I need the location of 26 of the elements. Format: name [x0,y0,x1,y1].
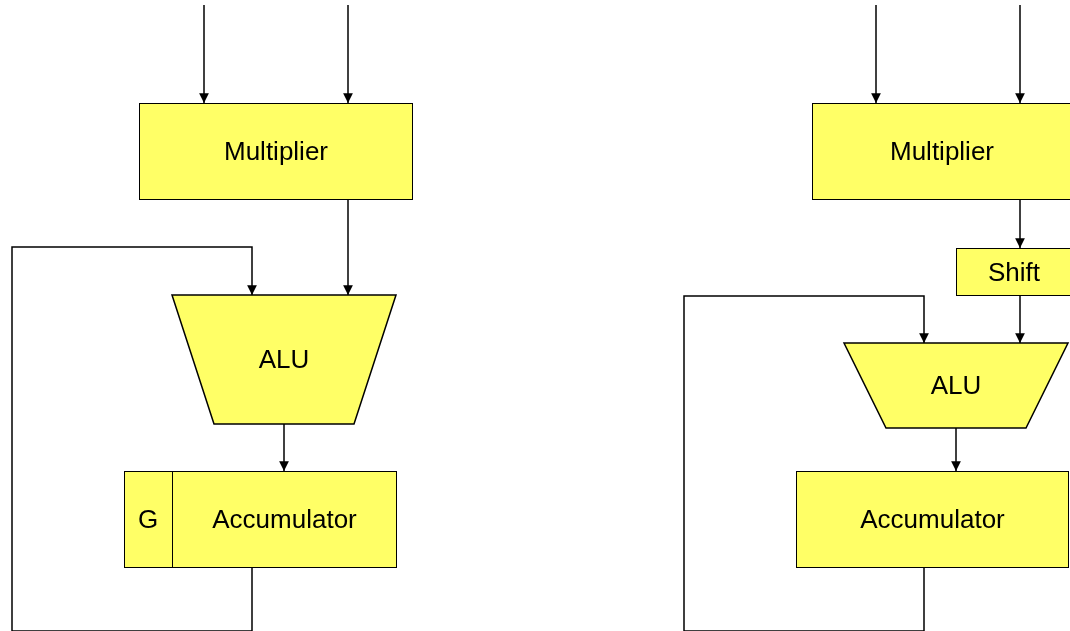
arrow [951,427,961,472]
arrow [11,246,257,631]
arrow [343,199,353,296]
arrow [343,4,353,104]
node-label: ALU [258,344,310,375]
multiplier-box [139,103,413,200]
node-label: G [137,503,159,535]
alu-trapezoid [844,343,1068,428]
node-label: ALU [930,370,982,401]
node-label: Accumulator [860,504,1005,535]
node-label: Accumulator [212,504,357,535]
arrow [683,295,929,631]
node-label: Shift [988,256,1040,288]
arrow [199,4,209,104]
alu-trapezoid [172,295,396,424]
arrow [279,423,289,472]
arrow [1015,199,1025,249]
node-label: Multiplier [224,136,328,167]
arrow [1015,4,1025,104]
accumulator-box [796,471,1069,568]
accumulator-box [124,471,397,568]
arrow [1015,295,1025,344]
arrow [871,4,881,104]
node-label: Multiplier [890,136,994,167]
multiplier-box [812,103,1070,200]
shift-box [956,248,1070,296]
